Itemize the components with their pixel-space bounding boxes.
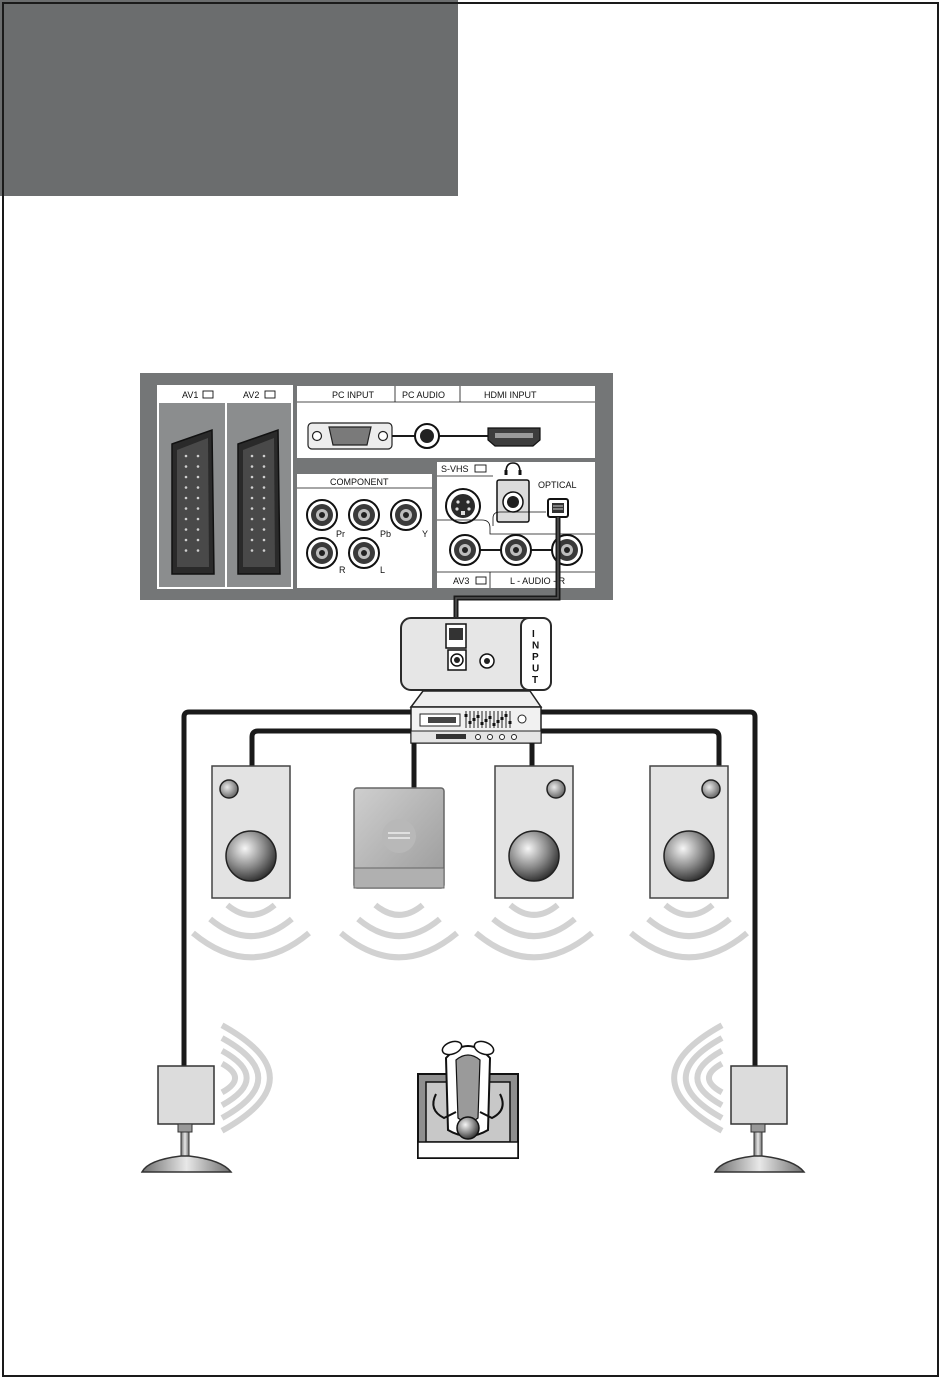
front-speaker-left-icon [211, 765, 291, 899]
front-speaker-right-icon [649, 765, 729, 899]
rear-speaker-left-icon [140, 1065, 233, 1173]
optical-connector-icon[interactable] [547, 498, 569, 518]
rca-jack-icon[interactable] [390, 499, 422, 531]
headphone-jack[interactable] [496, 479, 530, 523]
vga-connector-icon[interactable] [307, 422, 393, 450]
headphone-icon [504, 462, 522, 475]
optical-label: OPTICAL [538, 480, 577, 490]
subwoofer-icon [353, 787, 445, 889]
scart-connector-icon[interactable] [171, 428, 215, 575]
svhs-connector-icon[interactable] [445, 488, 481, 524]
rca-jack-icon[interactable] [348, 537, 380, 569]
speaker-wires [181, 709, 758, 1066]
hdmi-connector-icon[interactable] [487, 427, 541, 447]
rca-jack-icon[interactable] [500, 534, 532, 566]
pr-label: Pr [336, 529, 345, 539]
rca-jack-icon[interactable] [306, 499, 338, 531]
pc-input-label: PC INPUT [332, 390, 375, 400]
rear-speaker-right-icon [713, 1065, 806, 1173]
y-label: Y [422, 529, 428, 539]
rca-jack-icon[interactable] [306, 537, 338, 569]
l-label: L [380, 565, 385, 575]
pc-audio-label: PC AUDIO [402, 390, 445, 400]
scart-connector-icon[interactable] [237, 428, 281, 575]
sound-waves [191, 902, 749, 1134]
av2-label: AV2 [243, 390, 259, 400]
hdmi-input-label: HDMI INPUT [484, 390, 537, 400]
r-label: R [339, 565, 346, 575]
tv-connector-panel: AV1 AV2 PC INPUT PC AUDIO HDMI INPUT [140, 373, 613, 600]
component-section [297, 474, 432, 588]
pc-audio-jack-icon[interactable] [414, 423, 440, 449]
center-speaker-icon [494, 765, 574, 899]
av3-label: AV3 [453, 576, 469, 586]
av-receiver [409, 690, 543, 744]
listener-icon [417, 1040, 519, 1159]
pb-label: Pb [380, 529, 391, 539]
rca-jack-icon[interactable] [449, 534, 481, 566]
header-block [0, 0, 458, 196]
svhs-label: S-VHS [441, 464, 469, 474]
component-label: COMPONENT [330, 477, 389, 487]
rca-jack-icon[interactable] [348, 499, 380, 531]
av1-label: AV1 [182, 390, 198, 400]
audio-lr-label: L - AUDIO - R [510, 576, 566, 586]
